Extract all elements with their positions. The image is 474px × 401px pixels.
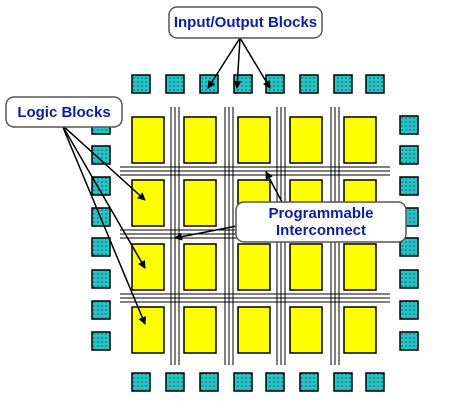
logic-block — [343, 243, 377, 291]
interconnect-label-line1: Programmable — [268, 205, 373, 222]
io-block-bottom — [265, 372, 285, 392]
logic-label: Logic Blocks — [17, 104, 110, 121]
io-block-bottom — [299, 372, 319, 392]
logic-pointer-1 — [61, 124, 146, 201]
io-block-top — [265, 74, 285, 94]
logic-block — [289, 243, 323, 291]
io-block-top — [131, 74, 151, 94]
io-block-bottom — [199, 372, 219, 392]
io-block-right — [399, 115, 419, 135]
logic-block — [289, 116, 323, 164]
io-block-left — [91, 269, 111, 289]
io-block-right — [399, 300, 419, 320]
pointer-arrows — [61, 37, 283, 325]
logic-block — [237, 306, 271, 354]
io-block-right — [399, 176, 419, 196]
io-block-top — [299, 74, 319, 94]
logic-block — [289, 306, 323, 354]
logic-block-array — [131, 116, 377, 354]
io-block-left — [91, 237, 111, 257]
io-callout: Input/Output Blocks — [168, 6, 323, 39]
io-block-bottom — [333, 372, 353, 392]
logic-block — [183, 116, 217, 164]
io-block-right — [399, 269, 419, 289]
logic-block — [131, 116, 165, 164]
io-block-top — [333, 74, 353, 94]
io-pointer-2 — [233, 37, 242, 89]
logic-block — [343, 116, 377, 164]
io-block-bottom — [165, 372, 185, 392]
interconnect-pointer-1 — [265, 171, 283, 203]
logic-pointer-2 — [61, 124, 146, 269]
logic-callout: Logic Blocks — [5, 96, 123, 128]
logic-block — [131, 243, 165, 291]
io-block-ring — [91, 74, 419, 392]
io-block-bottom — [233, 372, 253, 392]
logic-block — [183, 306, 217, 354]
logic-block — [183, 243, 217, 291]
io-block-bottom — [365, 372, 385, 392]
io-pointer-1 — [207, 37, 241, 89]
io-block-right — [399, 331, 419, 351]
interconnect-label-line2: Interconnect — [276, 222, 366, 239]
io-label: Input/Output Blocks — [174, 14, 317, 31]
io-block-right — [399, 145, 419, 165]
logic-block — [131, 179, 165, 227]
logic-block — [183, 179, 217, 227]
io-block-right — [399, 237, 419, 257]
io-pointer-3 — [239, 37, 271, 89]
io-block-left — [91, 176, 111, 196]
interconnect-callout: Programmable Interconnect — [235, 201, 407, 243]
io-block-left — [91, 145, 111, 165]
interconnect-pointer-2 — [174, 224, 243, 241]
logic-block — [343, 306, 377, 354]
io-block-left — [91, 300, 111, 320]
io-block-top — [365, 74, 385, 94]
logic-pointer-3 — [61, 124, 146, 325]
logic-block — [131, 306, 165, 354]
logic-block — [237, 116, 271, 164]
io-block-left — [91, 331, 111, 351]
io-block-top — [165, 74, 185, 94]
io-block-bottom — [131, 372, 151, 392]
logic-block — [237, 243, 271, 291]
